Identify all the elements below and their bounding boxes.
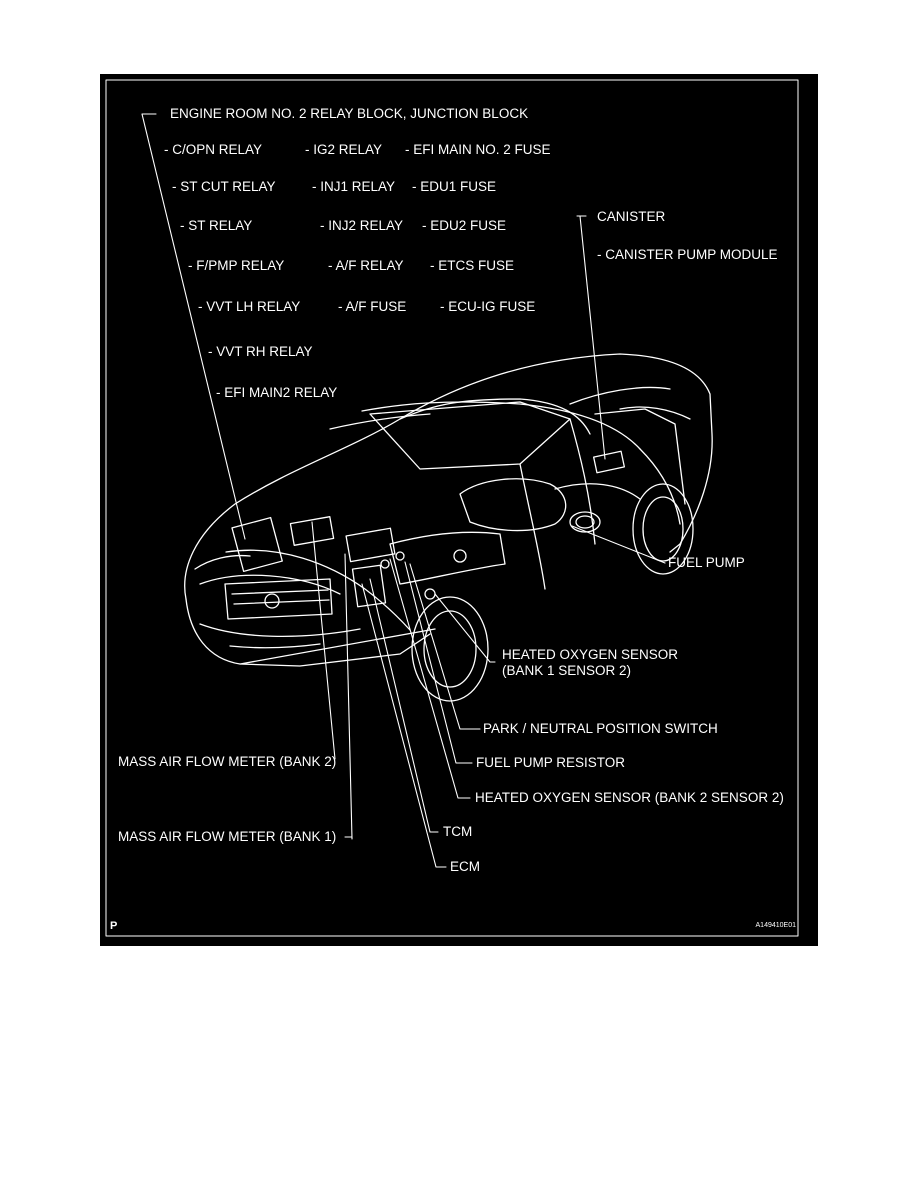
car-drawing xyxy=(105,79,799,937)
fuel-pump-resistor-label: FUEL PUMP RESISTOR xyxy=(476,755,626,770)
ecm-label: ECM xyxy=(450,859,480,874)
relay-item-st-relay: - ST RELAY xyxy=(180,218,253,233)
leader-lines xyxy=(141,113,666,868)
relay-item-f-pmp-relay: - F/PMP RELAY xyxy=(188,258,285,273)
canister-pump-module-label: - CANISTER PUMP MODULE xyxy=(597,247,778,262)
park-neutral-switch-label: PARK / NEUTRAL POSITION SWITCH xyxy=(483,721,718,736)
fuel-pump-label: FUEL PUMP xyxy=(668,555,745,570)
relay-item-st-cut-relay: - ST CUT RELAY xyxy=(172,179,276,194)
car-body xyxy=(184,353,713,702)
relay-item-efi-main-no2-fuse: - EFI MAIN NO. 2 FUSE xyxy=(405,142,551,157)
figure-id: A149410E01 xyxy=(755,922,796,929)
ho2-bank1-sensor2-line1: HEATED OXYGEN SENSOR xyxy=(502,647,679,662)
maf-bank2-label: MASS AIR FLOW METER (BANK 2) xyxy=(118,754,337,769)
relay-item-a-f-relay: - A/F RELAY xyxy=(328,258,404,273)
relay-item-efi-main2-relay: - EFI MAIN2 RELAY xyxy=(216,385,338,400)
relay-item-vvt-rh-relay: - VVT RH RELAY xyxy=(208,344,313,359)
ho2-bank2-sensor2-label: HEATED OXYGEN SENSOR (BANK 2 SENSOR 2) xyxy=(475,790,784,805)
relay-item-vvt-lh-relay: - VVT LH RELAY xyxy=(198,299,301,314)
relay-item-ecu-ig-fuse: - ECU-IG FUSE xyxy=(440,299,536,314)
relay-block-title: ENGINE ROOM NO. 2 RELAY BLOCK, JUNCTION … xyxy=(170,106,529,121)
tcm-label: TCM xyxy=(443,824,473,839)
relay-item-edu1-fuse: - EDU1 FUSE xyxy=(412,179,497,194)
location-diagram: ENGINE ROOM NO. 2 RELAY BLOCK, JUNCTION … xyxy=(100,74,818,946)
relay-item-edu2-fuse: - EDU2 FUSE xyxy=(422,218,507,233)
relay-item-inj1-relay: - INJ1 RELAY xyxy=(312,179,396,194)
relay-item-etcs-fuse: - ETCS FUSE xyxy=(430,258,515,273)
relay-item-inj2-relay: - INJ2 RELAY xyxy=(320,218,404,233)
relay-item-c-opn-relay: - C/OPN RELAY xyxy=(164,142,263,157)
relay-item-ig2-relay: - IG2 RELAY xyxy=(305,142,383,157)
maf-bank1-label: MASS AIR FLOW METER (BANK 1) xyxy=(118,829,337,844)
relay-item-a-f-fuse: - A/F FUSE xyxy=(338,299,407,314)
corner-letter: P xyxy=(110,920,118,932)
canister-label: CANISTER xyxy=(597,209,666,224)
inner-frame xyxy=(105,79,799,937)
ho2-bank1-sensor2-line2: (BANK 1 SENSOR 2) xyxy=(502,663,632,678)
